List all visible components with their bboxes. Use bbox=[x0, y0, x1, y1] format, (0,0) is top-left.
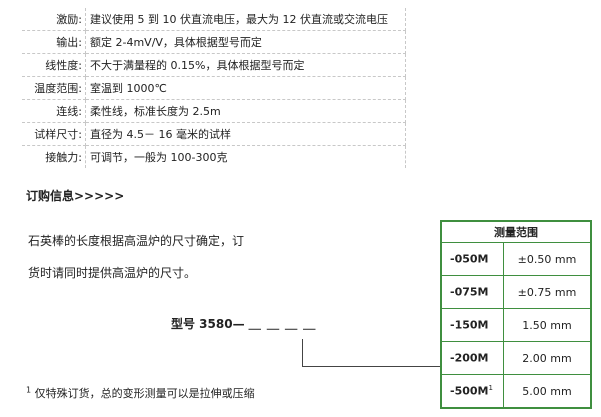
order-note-line-2: 货时请同时提供高温炉的尺寸。 bbox=[28, 266, 197, 280]
spec-value: 柔性线，标准长度为 2.5m bbox=[85, 99, 406, 123]
spec-value: 建议使用 5 到 10 伏直流电压，最大为 12 伏直流或交流电压 bbox=[85, 8, 406, 31]
table-row: -050M ±0.50 mm bbox=[441, 242, 591, 276]
model-number: 型号 3580— ＿ ＿ ＿ ＿ bbox=[171, 315, 316, 332]
spec-row: 输出: 额定 2-4mV/V，具体根据型号而定 bbox=[22, 30, 406, 54]
model-blanks: ＿ ＿ ＿ ＿ bbox=[248, 317, 317, 331]
range-code: -050M bbox=[441, 242, 504, 276]
spec-value: 额定 2-4mV/V，具体根据型号而定 bbox=[85, 30, 406, 54]
range-value: 5.00 mm bbox=[522, 384, 572, 398]
order-note-line-1: 石英棒的长度根据高温炉的尺寸确定，订 bbox=[28, 234, 245, 248]
spec-label: 连线: bbox=[22, 99, 86, 123]
spec-value: 不大于满量程的 0.15%，具体根据型号而定 bbox=[85, 53, 406, 77]
spec-row: 激励: 建议使用 5 到 10 伏直流电压，最大为 12 伏直流或交流电压 bbox=[22, 8, 406, 31]
range-code: -500M1 bbox=[441, 374, 504, 408]
footnote-text: 仅特殊订货，总的变形测量可以是拉伸或压缩 bbox=[31, 387, 255, 400]
footnote-mark: 1 bbox=[26, 385, 32, 395]
order-info-heading: 订购信息>>>>> bbox=[26, 189, 125, 203]
spec-label: 接触力: bbox=[22, 145, 86, 168]
table-row: -150M 1.50 mm bbox=[441, 308, 591, 342]
spec-row: 线性度: 不大于满量程的 0.15%，具体根据型号而定 bbox=[22, 53, 406, 77]
table-row: -075M ±0.75 mm bbox=[441, 275, 591, 309]
model-prefix: 型号 3580— bbox=[171, 317, 245, 331]
spec-label: 试样尺寸: bbox=[22, 122, 86, 146]
spec-row: 温度范围: 室温到 1000℃ bbox=[22, 76, 406, 100]
spec-row: 接触力: 可调节，一般为 100-300克 bbox=[22, 145, 406, 168]
spec-row: 试样尺寸: 直径为 4.5－ 16 毫米的试样 bbox=[22, 122, 406, 146]
spec-row: 连线: 柔性线，标准长度为 2.5m bbox=[22, 99, 406, 123]
range-value: 1.50 mm bbox=[503, 308, 591, 342]
range-value: 2.00 mm bbox=[503, 341, 591, 375]
table-row: -500M1 5.00 mm bbox=[441, 374, 591, 408]
spec-label: 线性度: bbox=[22, 53, 86, 77]
range-code: -075M bbox=[441, 275, 504, 309]
spec-label: 温度范围: bbox=[22, 76, 86, 100]
range-value: ±0.75 mm bbox=[503, 275, 591, 309]
spec-value: 直径为 4.5－ 16 毫米的试样 bbox=[85, 122, 406, 146]
range-code: -150M bbox=[441, 308, 504, 342]
spec-value: 室温到 1000℃ bbox=[85, 76, 406, 100]
table-row: -200M 2.00 mm bbox=[441, 341, 591, 375]
range-table-header: 测量范围 bbox=[441, 221, 591, 243]
range-code: -200M bbox=[441, 341, 504, 375]
range-value: ±0.50 mm bbox=[503, 242, 591, 276]
measurement-range-table: 测量范围 -050M ±0.50 mm -075M ±0.75 mm -150M… bbox=[440, 220, 592, 409]
spec-value: 可调节，一般为 100-300克 bbox=[85, 145, 406, 168]
spec-label: 输出: bbox=[22, 30, 86, 54]
spec-table: 激励: 建议使用 5 到 10 伏直流电压，最大为 12 伏直流或交流电压 输出… bbox=[22, 8, 406, 168]
spec-label: 激励: bbox=[22, 8, 86, 31]
footnote: 1 仅特殊订货，总的变形测量可以是拉伸或压缩 bbox=[26, 385, 255, 401]
connector-line bbox=[302, 339, 441, 367]
